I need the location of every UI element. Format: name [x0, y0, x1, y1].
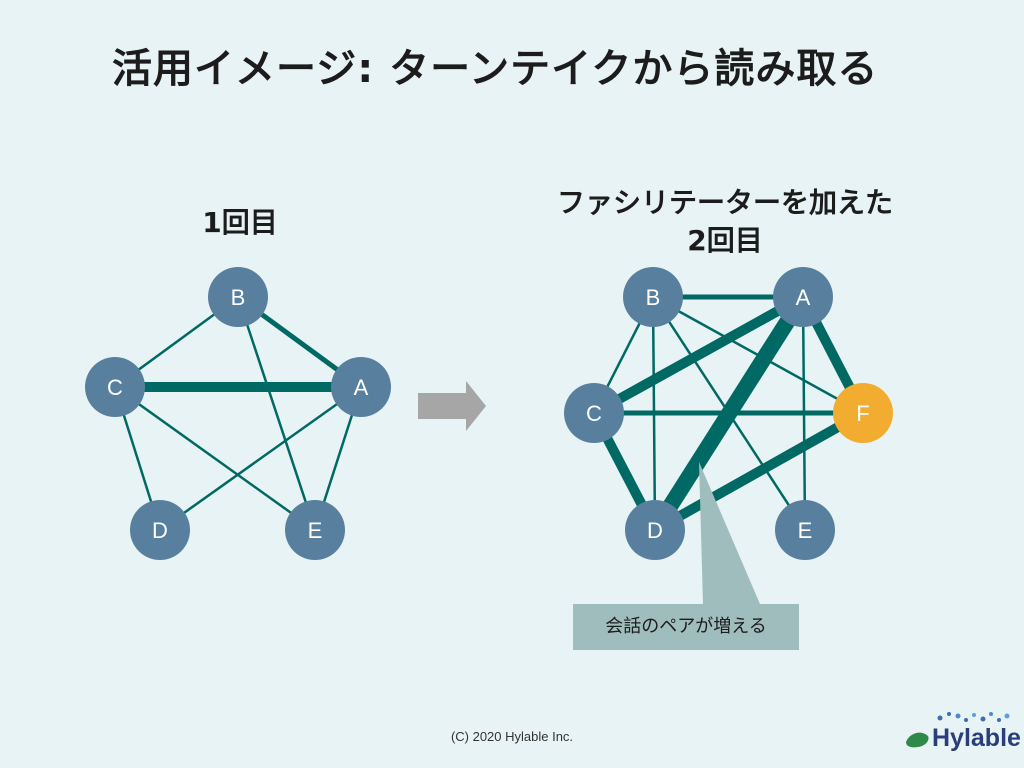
callout-pointer: [699, 462, 760, 604]
edge-B-E: [651, 296, 807, 531]
node-E: [775, 500, 835, 560]
edge-A-E: [801, 296, 807, 531]
node-label-D: D: [152, 518, 168, 543]
round2-label: ファシリテーターを加えた 2回目: [515, 184, 935, 260]
edge-B-E: [236, 296, 317, 531]
round2-label-line2: 2回目: [687, 224, 763, 257]
node-E: [285, 500, 345, 560]
node-B: [208, 267, 268, 327]
node-label-B: B: [646, 285, 661, 310]
round1-label: 1回目: [202, 206, 278, 239]
node-A: [331, 357, 391, 417]
callout-box: [573, 604, 799, 650]
edge-F-D: [652, 408, 866, 535]
node-C: [85, 357, 145, 417]
edge-B-D: [651, 296, 657, 531]
node-label-A: A: [354, 375, 369, 400]
node-label-C: C: [107, 375, 123, 400]
node-label-F: F: [856, 401, 869, 426]
node-B: [623, 267, 683, 327]
edge-A-D: [159, 385, 362, 532]
callout-text: 会話のペアが増える: [605, 616, 767, 637]
page-title: 活用イメージ: ターンテイクから読み取る: [112, 46, 879, 92]
node-label-E: E: [308, 518, 323, 543]
node-D: [625, 500, 685, 560]
edge-C-E: [114, 385, 316, 532]
node-label-B: B: [231, 285, 246, 310]
graph-round1: B C A D E: [85, 267, 391, 560]
edge-B-F: [652, 295, 864, 415]
transition-arrow-icon: [418, 381, 486, 431]
hylable-logo-icon: [906, 712, 1010, 748]
node-D: [130, 500, 190, 560]
node-A: [773, 267, 833, 327]
node-label-D: D: [647, 518, 663, 543]
round2-label-line1: ファシリテーターを加えた: [556, 186, 893, 219]
node-label-C: C: [586, 401, 602, 426]
copyright-footer: (C) 2020 Hylable Inc.: [450, 729, 574, 744]
node-label-A: A: [796, 285, 811, 310]
node-label-E: E: [798, 518, 813, 543]
node-C: [564, 383, 624, 443]
hylable-logo-text: Hylable: [932, 724, 1021, 752]
edge-A-C: [591, 292, 806, 418]
node-F: [833, 383, 893, 443]
graph-round2: B A C F D E: [564, 267, 893, 560]
